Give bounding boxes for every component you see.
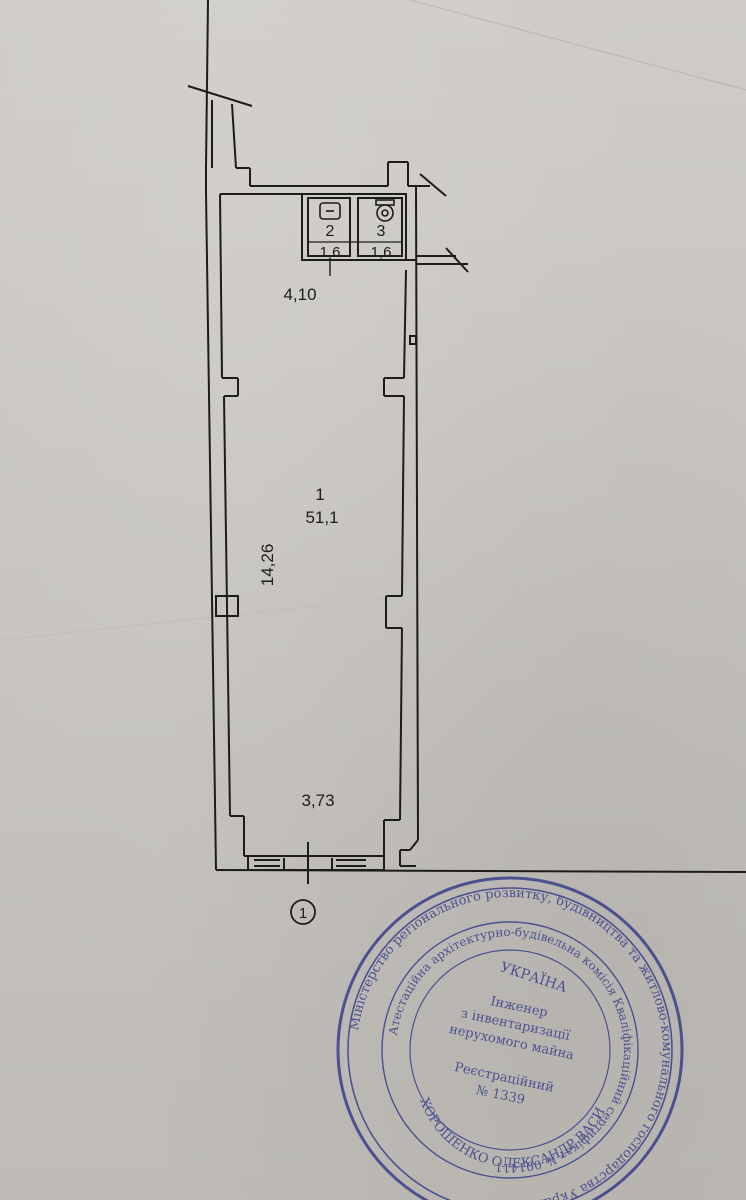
sanitary-fixtures [319, 199, 395, 222]
room-1-area: 51,1 [305, 508, 338, 527]
stamp-core-ring [409, 949, 611, 1151]
toilet-icon [376, 204, 394, 222]
wall-pier [215, 595, 239, 617]
room-1-east-wall [401, 395, 405, 597]
room-1-west-wall [219, 193, 223, 379]
entrance-marker-label: 1 [299, 905, 307, 922]
dimension-length: 14,26 [258, 544, 277, 587]
boundary-line [205, 0, 209, 169]
toilet-icon [381, 209, 389, 217]
entrance-marker-circle [290, 899, 316, 925]
room-2-outline [307, 197, 351, 257]
stamp-name-text: ХОРОШЕНКО ОЛЕКСАНДР ВАСИЛЬОВИЧ [0, 0, 609, 1172]
wall-break-tick [445, 247, 469, 273]
boundary-tick [187, 85, 253, 107]
building-walls [187, 0, 746, 884]
stamp-center: Інженер з інвентаризації нерухомого майн… [448, 994, 576, 1108]
stamp-inner-ring [381, 921, 639, 1179]
room-2-area: 1,6 [320, 244, 341, 261]
room-3-area: 1,6 [371, 244, 392, 261]
dimension-bottom-width: 3,73 [301, 791, 334, 810]
wall-break-tick [419, 173, 447, 197]
paper-fold-line [0, 559, 746, 641]
wall-marker [409, 335, 417, 345]
sink-icon [319, 202, 341, 220]
east-wall-outer [409, 839, 419, 851]
paper-fold-line [409, 0, 746, 91]
official-stamp: Міністерство регіонального розвитку, буд… [0, 0, 684, 1200]
stamp-ring [347, 887, 673, 1200]
room-1-number: 1 [315, 485, 324, 504]
dimension-top-width: 4,10 [283, 285, 316, 304]
room-2-number: 2 [326, 223, 335, 240]
room-1-west-wall [223, 395, 231, 817]
room-3-number: 3 [377, 223, 386, 240]
room-3-outline [357, 197, 403, 257]
room-1-east-wall [399, 627, 403, 821]
west-wall-outer [205, 191, 217, 871]
stamp-outer-ring [336, 876, 684, 1200]
entrance-doorway [247, 855, 385, 871]
east-wall-outer [415, 185, 419, 841]
corridor-wall [231, 103, 237, 169]
room-1-east-wall [403, 269, 407, 379]
